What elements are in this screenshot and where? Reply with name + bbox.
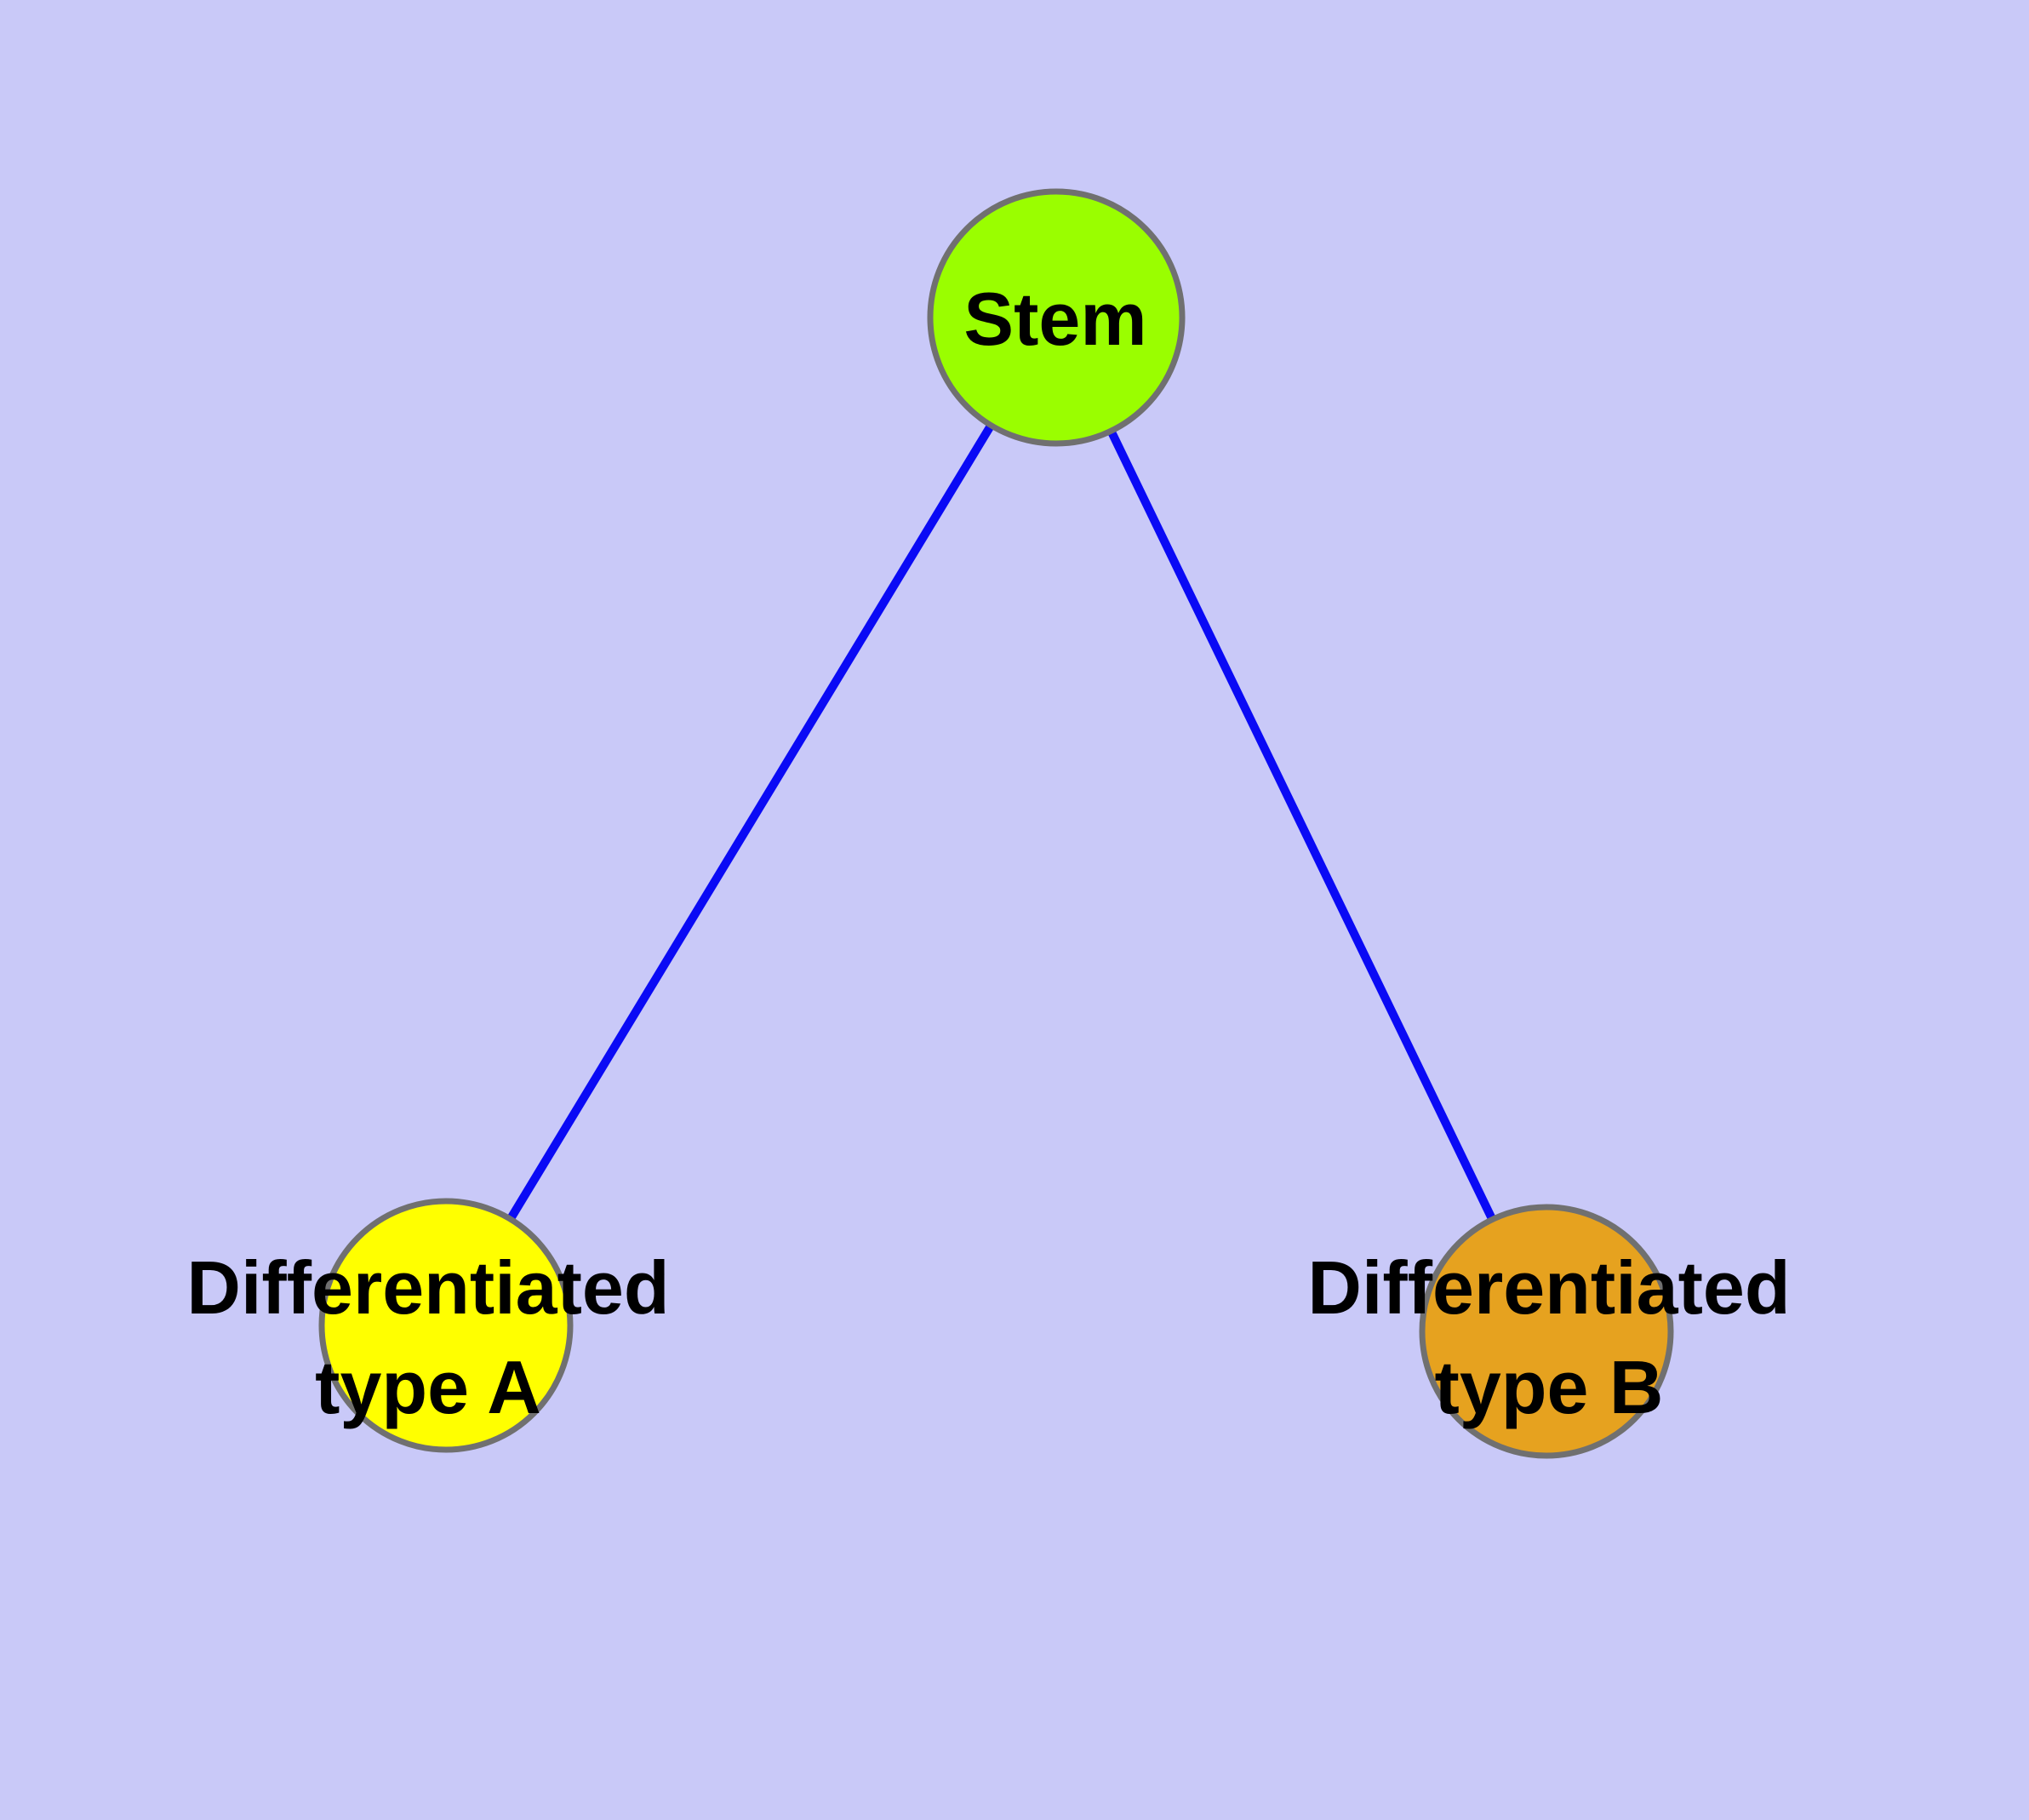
node-type-a-label-line1: Differentiated bbox=[186, 1245, 669, 1330]
node-type-a-label-line2: type A bbox=[315, 1345, 541, 1429]
edge-stem-to-type-a bbox=[442, 315, 1060, 1328]
node-labels: Stem Differentiated type A Differentiate… bbox=[186, 277, 1790, 1429]
node-stem-circle bbox=[927, 188, 1186, 447]
node-type-b-label-line2: type B bbox=[1435, 1345, 1664, 1429]
node-type-b-label-line1: Differentiated bbox=[1307, 1245, 1790, 1330]
node-type-b-circle bbox=[1419, 1204, 1674, 1459]
edges bbox=[442, 315, 1551, 1334]
node-stem-label: Stem bbox=[963, 277, 1146, 361]
edge-stem-to-type-b bbox=[1052, 315, 1551, 1334]
node-type-a-circle bbox=[318, 1198, 574, 1453]
nodes bbox=[318, 188, 1674, 1459]
